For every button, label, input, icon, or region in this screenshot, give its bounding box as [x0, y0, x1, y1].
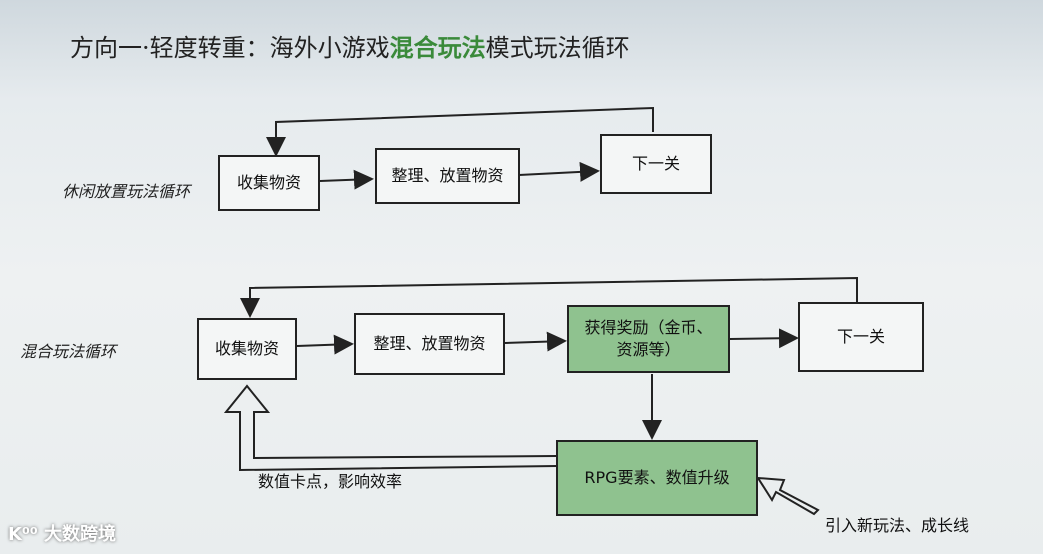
- arrow-r1-2: [518, 161, 600, 182]
- arrow-r2-3: [729, 328, 799, 349]
- r1-collect-box: 收集物资: [218, 155, 320, 211]
- arrow-r1-1: [319, 169, 374, 190]
- input-hollow-arrow: [756, 476, 820, 516]
- rpg-box: RPG要素、数值升级: [556, 440, 758, 516]
- loop-r1: [266, 106, 654, 157]
- r2-next-box: 下一关: [798, 302, 924, 372]
- feedback-label: 数值卡点，影响效率: [258, 472, 403, 491]
- arrow-r2-1: [296, 334, 354, 355]
- title-highlight: 混合玩法: [389, 33, 486, 62]
- arrow-r2-2: [504, 331, 567, 352]
- watermark-logo-icon: K⁰⁰: [8, 524, 44, 545]
- row2-label: 混合玩法循环: [20, 342, 117, 361]
- slide-title: 方向一·轻度转重：海外小游戏混合玩法模式玩法循环: [70, 33, 630, 62]
- feedback-hollow-arrow: [223, 384, 558, 472]
- r2-arrange-box: 整理、放置物资: [354, 313, 505, 375]
- r2-reward-box: 获得奖励（金币、资源等）: [567, 305, 730, 373]
- r1-arrange-box: 整理、放置物资: [375, 148, 520, 204]
- loop-r2: [240, 276, 858, 318]
- r2-collect-box: 收集物资: [197, 318, 297, 380]
- r1-next-box: 下一关: [600, 134, 712, 194]
- watermark: K⁰⁰ 大数跨境: [8, 524, 116, 545]
- input-label: 引入新玩法、成长线: [825, 516, 970, 535]
- row1-label: 休闲放置玩法循环: [62, 182, 191, 201]
